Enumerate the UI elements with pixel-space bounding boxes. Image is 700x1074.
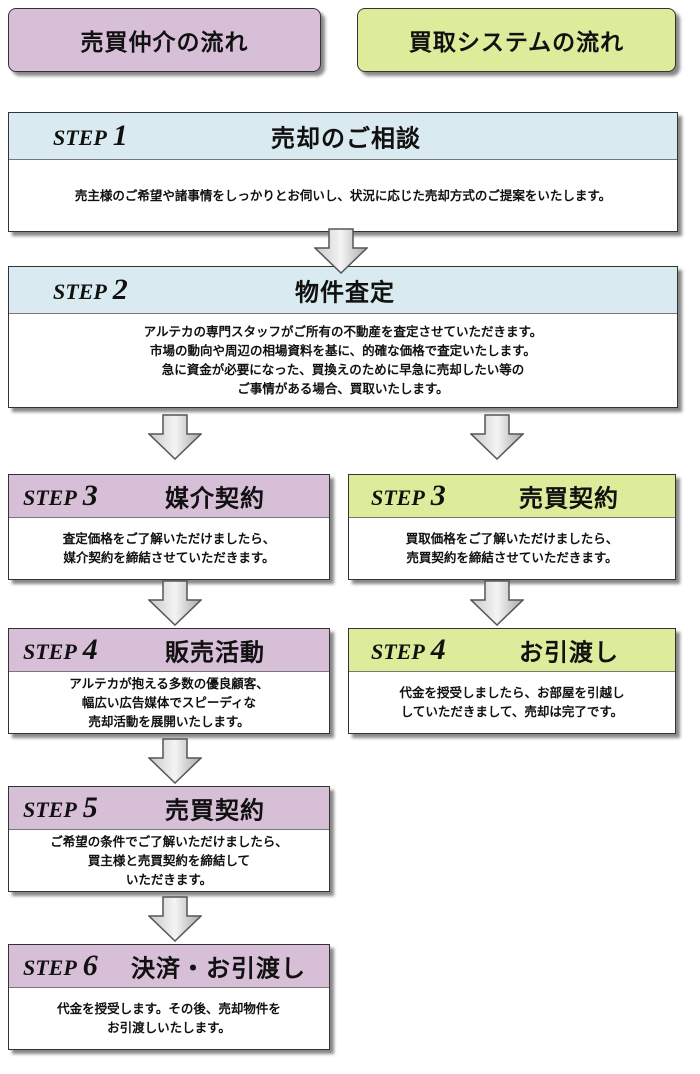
right-step4-title: お引渡し bbox=[519, 638, 619, 667]
left-step5-description: ご希望の条件でご了解いただけましたら、 買主様と売買契約を締結して いただきます… bbox=[50, 833, 288, 887]
right-step3-title: 売買契約 bbox=[519, 484, 619, 513]
down-arrow-left4-left5 bbox=[148, 738, 202, 784]
left-step3-description: 査定価格をご了解いただけましたら、 媒介契約を締結させていただきます。 bbox=[62, 531, 276, 565]
header-purchase-flow: 買取システムの流れ bbox=[357, 8, 676, 72]
left-step5-title: 売買契約 bbox=[165, 796, 265, 825]
left-step6-description: 代金を授受します。その後、売却物件を お引渡しいたします。 bbox=[57, 1001, 281, 1035]
down-arrow-1-2 bbox=[314, 228, 368, 274]
header-brokerage-flow: 売買仲介の流れ bbox=[8, 8, 321, 72]
down-arrow-2-left3 bbox=[148, 414, 202, 460]
down-arrow-left5-left6 bbox=[148, 896, 202, 942]
right-step3-description: 買取価格をご了解いただけましたら、 売買契約を締結させていただきます。 bbox=[405, 531, 619, 565]
right-step4-description: 代金を授受しましたら、お部屋を引越し していただきまして、売却は完了です。 bbox=[399, 685, 625, 719]
left-step4-description: アルテカが抱える多数の優良顧客、 幅広い広告媒体でスピーディな 売却活動を展開い… bbox=[69, 675, 269, 729]
down-arrow-left3-left4 bbox=[148, 580, 202, 626]
step2-title: 物件査定 bbox=[295, 278, 395, 307]
step1-title: 売却のご相談 bbox=[271, 124, 421, 153]
step2-description: アルテカの専門スタッフがご所有の不動産を査定させていただきます。 市場の動向や周… bbox=[143, 324, 543, 396]
left-step4-title: 販売活動 bbox=[165, 638, 265, 667]
left-step6-title: 決済・お引渡し bbox=[131, 954, 306, 983]
left-step3-title: 媒介契約 bbox=[165, 484, 265, 513]
down-arrow-2-right3 bbox=[470, 414, 524, 460]
down-arrow-right3-right4 bbox=[470, 580, 524, 626]
step1-description: 売主様のご希望や諸事情をしっかりとお伺いし、状況に応じた売却方式のご提案をいたし… bbox=[74, 187, 612, 203]
header-purchase-flow-label: 買取システムの流れ bbox=[408, 30, 625, 56]
header-brokerage-flow-label: 売買仲介の流れ bbox=[80, 30, 249, 56]
